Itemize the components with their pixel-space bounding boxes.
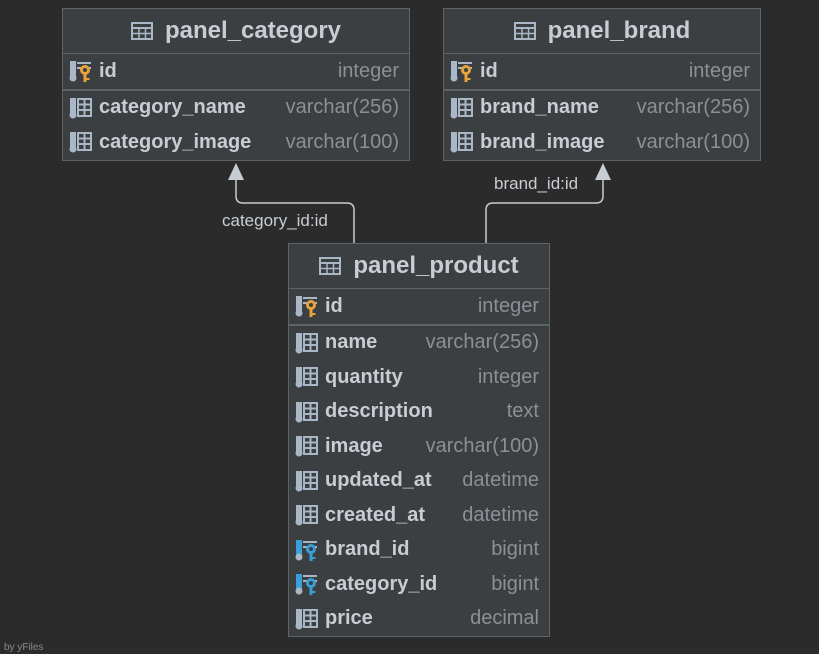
column-icon <box>450 132 473 153</box>
edge-product-category <box>235 178 355 243</box>
column-type: integer <box>337 59 399 82</box>
column-name: updated_at <box>325 469 432 492</box>
column-name: category_name <box>99 96 246 119</box>
table-icon <box>130 22 153 40</box>
pk-section: id integer <box>289 289 549 326</box>
table-panel-brand[interactable]: panel_brand id integer <box>443 8 761 161</box>
column-row[interactable]: brand_name varchar(256) <box>444 91 760 126</box>
column-name: id <box>480 59 498 82</box>
column-name: id <box>99 59 117 82</box>
table-panel-category[interactable]: panel_category id integer <box>62 8 410 161</box>
table-header[interactable]: panel_brand <box>444 9 760 54</box>
column-name: brand_name <box>480 96 599 119</box>
column-row[interactable]: created_at datetime <box>289 498 549 533</box>
table-header[interactable]: panel_category <box>63 9 409 54</box>
column-type: integer <box>688 59 750 82</box>
column-name: brand_id <box>325 538 410 561</box>
column-type: datetime <box>462 503 539 526</box>
column-type: varchar(100) <box>285 130 399 153</box>
columns-section: category_name varchar(256) category_imag… <box>63 91 409 160</box>
column-type: varchar(256) <box>285 96 399 119</box>
column-name: name <box>325 331 378 354</box>
edge-label-category: category_id:id <box>222 211 328 230</box>
column-type: decimal <box>470 607 539 630</box>
column-name: price <box>325 607 373 630</box>
primary-key-icon <box>450 61 472 83</box>
table-icon <box>319 257 342 275</box>
column-row[interactable]: image varchar(100) <box>289 429 549 464</box>
table-header[interactable]: panel_product <box>289 244 549 289</box>
table-title: panel_brand <box>547 17 691 44</box>
column-row[interactable]: category_image varchar(100) <box>63 125 409 160</box>
column-row[interactable]: quantity integer <box>289 360 549 395</box>
column-row[interactable]: updated_at datetime <box>289 464 549 499</box>
primary-key-icon <box>295 296 317 318</box>
column-row[interactable]: name varchar(256) <box>289 326 549 361</box>
column-icon <box>295 608 318 630</box>
column-row[interactable]: price decimal <box>289 602 549 637</box>
column-name: quantity <box>325 365 403 388</box>
column-type: integer <box>477 294 539 317</box>
column-name: category_image <box>99 130 252 153</box>
column-name: category_id <box>325 572 438 595</box>
column-type: bigint <box>491 538 539 561</box>
table-title: panel_category <box>164 17 342 44</box>
column-icon <box>295 367 318 388</box>
column-icon <box>295 436 318 457</box>
table-title: panel_product <box>353 252 519 279</box>
edge-brand-arrowhead <box>595 163 611 180</box>
column-icon <box>69 97 92 119</box>
column-type: bigint <box>491 572 539 595</box>
edge-product-brand <box>485 178 604 243</box>
column-icon <box>450 97 473 119</box>
columns-section: brand_name varchar(256) brand_image varc… <box>444 91 760 160</box>
pk-section: id integer <box>444 54 760 91</box>
table-panel-product[interactable]: panel_product id integer <box>288 243 550 637</box>
column-row[interactable]: id integer <box>289 289 549 324</box>
table-icon <box>513 22 536 40</box>
column-icon <box>295 470 318 492</box>
column-type: datetime <box>462 469 539 492</box>
column-type: varchar(100) <box>636 130 750 153</box>
column-row[interactable]: category_name varchar(256) <box>63 91 409 126</box>
column-icon <box>295 505 318 526</box>
edge-category-arrowhead <box>228 163 244 180</box>
column-type: integer <box>477 365 539 388</box>
column-type: varchar(100) <box>425 434 539 457</box>
column-row[interactable]: description text <box>289 395 549 430</box>
foreign-key-icon <box>295 574 317 596</box>
column-name: id <box>325 294 343 317</box>
primary-key-icon <box>69 61 91 83</box>
column-row[interactable]: brand_id bigint <box>289 533 549 568</box>
column-name: description <box>325 400 433 423</box>
column-name: image <box>325 434 383 457</box>
yfiles-credit: by yFiles <box>4 642 44 653</box>
column-row[interactable]: category_id bigint <box>289 567 549 602</box>
column-row[interactable]: id integer <box>63 54 409 89</box>
column-row[interactable]: brand_image varchar(100) <box>444 125 760 160</box>
column-type: text <box>506 400 539 423</box>
columns-section: name varchar(256) quantity integer <box>289 326 549 637</box>
column-icon <box>295 332 318 354</box>
column-row[interactable]: id integer <box>444 54 760 89</box>
column-icon <box>69 132 92 153</box>
edge-label-brand: brand_id:id <box>494 174 579 193</box>
column-type: varchar(256) <box>425 331 539 354</box>
pk-section: id integer <box>63 54 409 91</box>
foreign-key-icon <box>295 539 317 561</box>
column-name: created_at <box>325 503 426 526</box>
column-type: varchar(256) <box>636 96 750 119</box>
column-name: brand_image <box>480 130 605 153</box>
column-icon <box>295 401 318 423</box>
